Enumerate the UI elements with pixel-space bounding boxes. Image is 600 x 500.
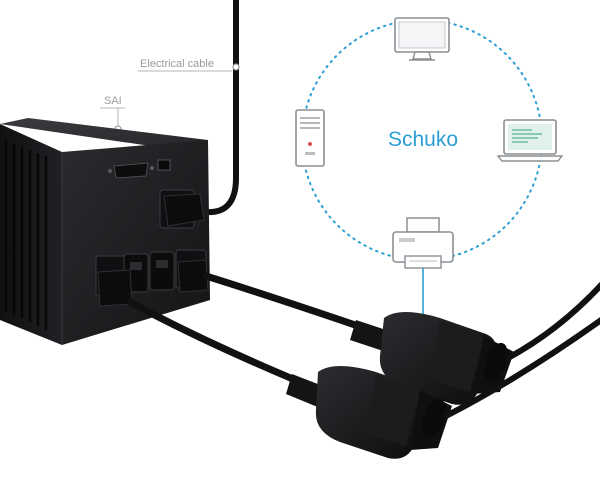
ups-side-vents <box>4 140 48 330</box>
laptop-icon <box>496 119 564 162</box>
sai-label: SAI <box>104 95 122 107</box>
electrical-cable-leader-dot <box>232 63 240 71</box>
printer-icon <box>392 217 454 269</box>
schuko-label: Schuko <box>388 128 458 151</box>
schuko-cable-lower <box>443 317 600 419</box>
electrical-cable-label: Electrical cable <box>140 58 214 70</box>
output-plug-right <box>177 259 209 293</box>
input-plug <box>163 193 205 227</box>
serial-port <box>108 162 154 179</box>
usb-port <box>157 159 171 171</box>
schuko-plug-lower <box>315 366 452 459</box>
output-cable-upper <box>202 272 368 332</box>
schuko-plug-upper <box>379 312 514 405</box>
monitor-icon <box>394 17 450 61</box>
schuko-cable-upper <box>505 281 600 361</box>
output-cable-lower <box>126 298 304 386</box>
ups-unit <box>0 118 210 345</box>
desktop-tower-icon <box>295 109 325 167</box>
